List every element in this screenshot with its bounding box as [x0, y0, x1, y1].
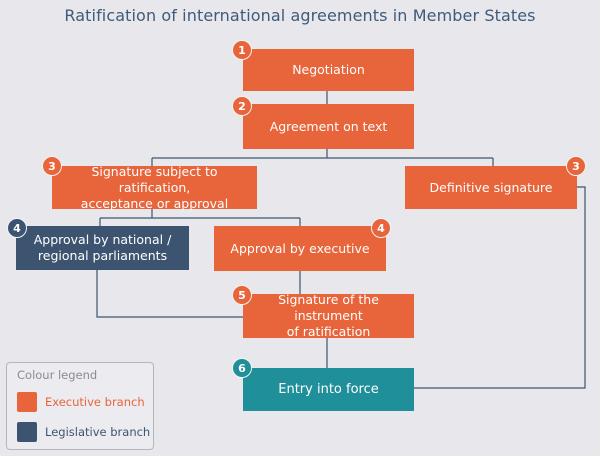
step-parliaments-line2: regional parliaments	[37, 248, 168, 263]
step-number-badge: 6	[232, 358, 252, 378]
step-negotiation: Negotiation	[243, 49, 414, 91]
step-approval-by-executive: Approval by executive	[214, 226, 386, 271]
legend-label-legislative: Legislative branch	[45, 425, 151, 439]
step-agreement-on-text: Agreement on text	[243, 104, 414, 149]
step-entry-label: Entry into force	[278, 381, 379, 397]
step-definitive-label: Definitive signature	[429, 179, 553, 195]
step-number-badge: 3	[42, 156, 62, 176]
legend-swatch-executive	[17, 392, 37, 412]
step-parliaments-line1: Approval by national /	[33, 232, 172, 247]
step-executive-label: Approval by executive	[230, 240, 370, 256]
connector-parliaments-instrument	[96, 270, 243, 318]
step-negotiation-label: Negotiation	[292, 62, 365, 77]
legend-label-executive: Executive branch	[45, 395, 145, 409]
legend-swatch-legislative	[17, 422, 37, 442]
step-instrument-line1: Signature of the instrument	[278, 292, 379, 323]
step-number-badge: 3	[566, 156, 586, 176]
step-number-badge: 1	[232, 40, 252, 60]
step-agreement-label: Agreement on text	[269, 118, 388, 134]
step-number-badge: 2	[232, 96, 252, 116]
step-number-badge: 4	[7, 218, 27, 238]
diagram-title: Ratification of international agreements…	[64, 6, 536, 25]
step-entry-into-force: Entry into force	[243, 368, 414, 411]
colour-legend: Colour legend Executive branch Legislati…	[6, 362, 154, 450]
step-approval-by-parliaments: Approval by national / regional parliame…	[16, 226, 189, 270]
step-number-badge: 4	[371, 218, 391, 238]
step-signature-subject-line2: acceptance or approval	[80, 195, 229, 211]
connector-definitive-entry	[414, 186, 586, 389]
legend-title: Colour legend	[17, 368, 98, 382]
step-number-badge: 5	[232, 285, 252, 305]
step-definitive-signature: Definitive signature	[405, 166, 577, 209]
step-signature-subject-to-ratification: Signature subject to ratification, accep…	[52, 163, 257, 211]
step-signature-of-instrument: Signature of the instrument of ratificat…	[243, 292, 414, 339]
step-instrument-line2: of ratification	[286, 324, 371, 339]
step-signature-subject-line1: Signature subject to ratification,	[91, 163, 218, 195]
